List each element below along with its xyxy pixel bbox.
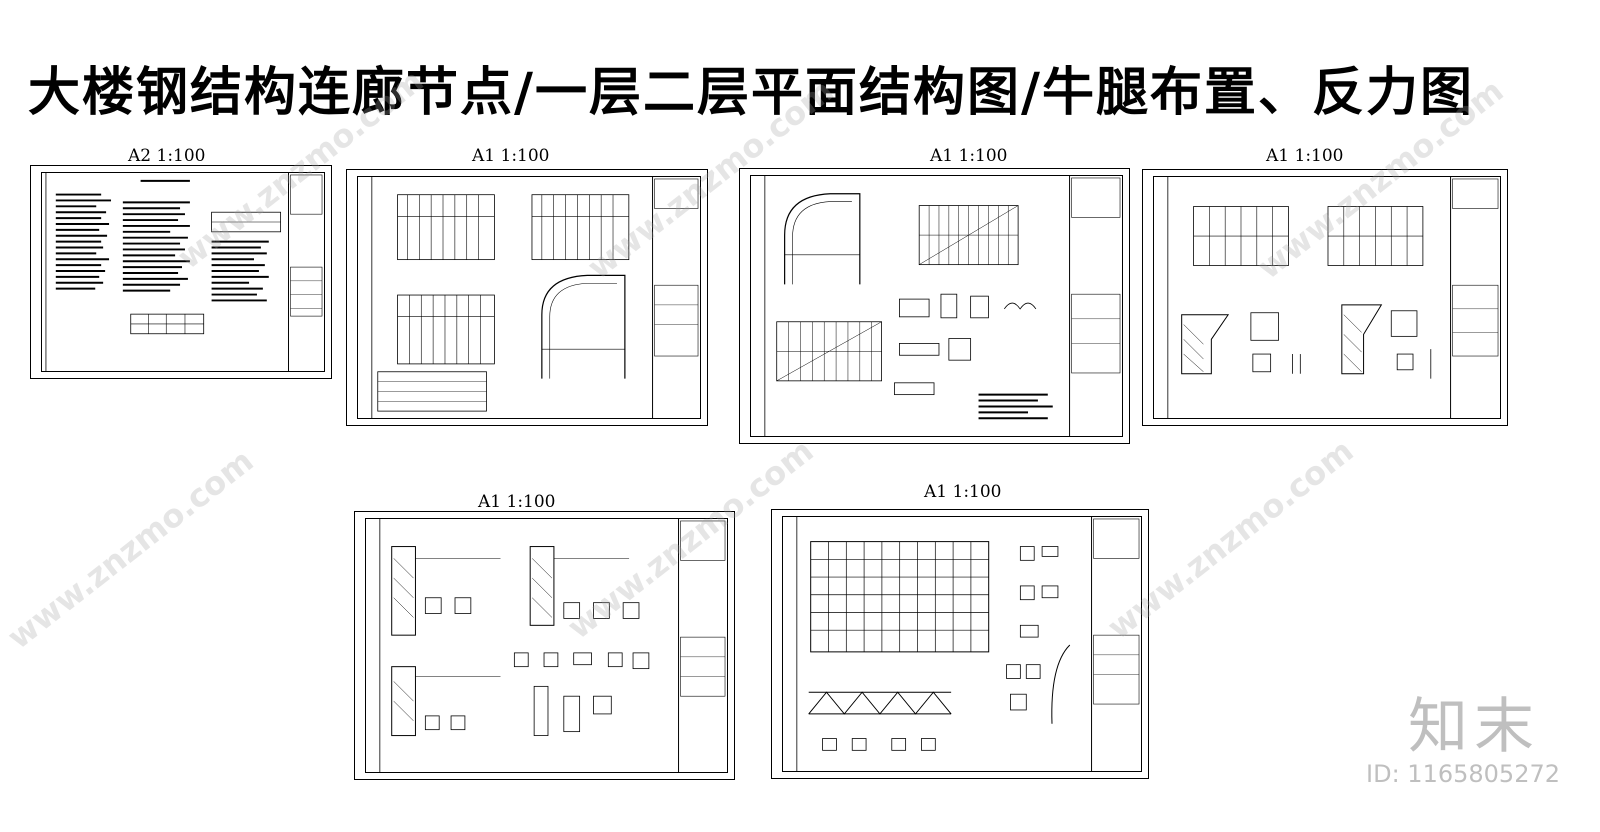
sheet-1-drawing <box>45 173 323 371</box>
sheet-1-scale: A2 1:100 <box>128 146 206 166</box>
sheet-3-scale: A1 1:100 <box>930 146 1008 166</box>
drawing-sheet-2[interactable] <box>346 169 708 426</box>
drawing-sheet-5[interactable] <box>354 511 735 780</box>
sheet-2-scale: A1 1:100 <box>472 146 550 166</box>
sheet-4-scale: A1 1:100 <box>1266 146 1344 166</box>
drawing-sheet-6[interactable] <box>771 509 1149 779</box>
sheet-4-drawing <box>1167 177 1499 418</box>
watermark: www.znzmo.com <box>0 441 261 657</box>
sheet-6-scale: A1 1:100 <box>924 482 1002 502</box>
page-title: 大楼钢结构连廊节点/一层二层平面结构图/牛腿布置、反力图 <box>28 62 1474 123</box>
drawing-sheet-1[interactable] <box>30 165 332 379</box>
id-label: ID: 1165805272 <box>1366 760 1560 788</box>
drawing-sheet-3[interactable] <box>739 168 1130 444</box>
sheet-5-drawing <box>379 519 726 772</box>
sheet-3-drawing <box>764 176 1121 436</box>
sheet-6-drawing <box>796 517 1140 771</box>
drawing-sheet-4[interactable] <box>1142 169 1508 426</box>
brand-logo: 知末 <box>1408 692 1540 762</box>
sheet-2-drawing <box>371 177 699 418</box>
sheet-5-scale: A1 1:100 <box>478 492 556 512</box>
